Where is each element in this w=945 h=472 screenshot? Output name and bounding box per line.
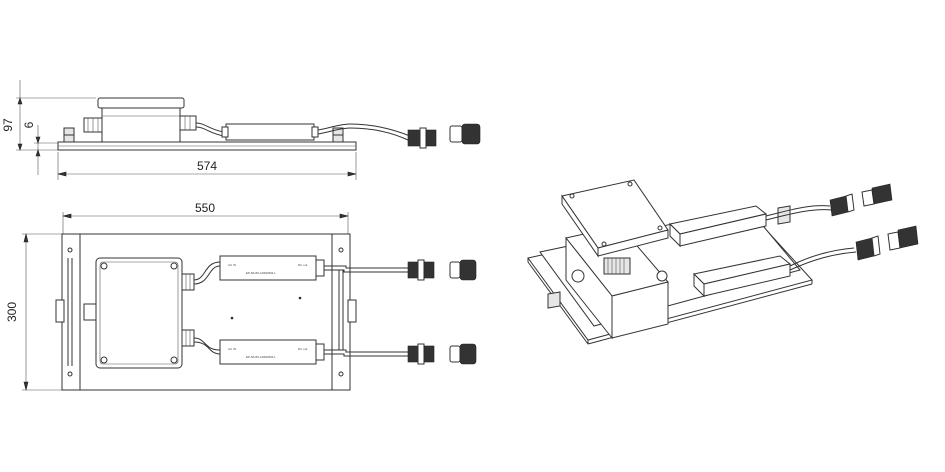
led-driver-icon [668, 205, 768, 248]
junction-box-icon [561, 179, 669, 340]
led-driver-icon: AC IN DC out EP-50-80-1400MFM-L [219, 255, 325, 281]
top-width-dimension: 300 [5, 302, 19, 322]
cable-connector-icon [407, 343, 435, 365]
plate-thickness-dimension: 6 [22, 121, 36, 128]
side-length-dimension: 574 [197, 159, 217, 173]
junction-box-icon [95, 257, 183, 369]
cable-plug-icon [449, 259, 477, 281]
led-driver-icon [692, 255, 792, 298]
cable-plug-icon [887, 225, 919, 251]
height-total-dimension: 97 [1, 118, 15, 132]
cable-plug-icon [449, 343, 477, 365]
cable-connector-icon [407, 127, 437, 149]
junction-box-icon [97, 97, 185, 143]
cable-connector-icon [855, 235, 881, 261]
driver-output-tag: DC out [298, 263, 308, 267]
top-view: 550 300 [5, 201, 477, 391]
side-view: 97 6 [1, 80, 481, 180]
driver-output-tag-lower: DC out [298, 347, 308, 351]
driver-model-code-lower: EP-50-80-1400MFM-L [246, 355, 276, 359]
driver-model-code: EP-50-80-1400MFM-L [246, 271, 276, 275]
cable-plug-icon [861, 183, 893, 207]
driver-input-tag-lower: AC IN [228, 347, 236, 351]
led-driver-icon: AC IN DC out EP-50-80-1400MFM-L [219, 339, 325, 365]
led-driver-icon [225, 123, 315, 141]
isometric-view [527, 179, 919, 345]
cable-plug-icon [449, 123, 481, 145]
cable-connector-icon [407, 259, 435, 281]
cable-connector-icon [829, 193, 855, 217]
driver-input-tag: AC IN [228, 263, 236, 267]
top-length-dimension: 550 [195, 201, 215, 215]
